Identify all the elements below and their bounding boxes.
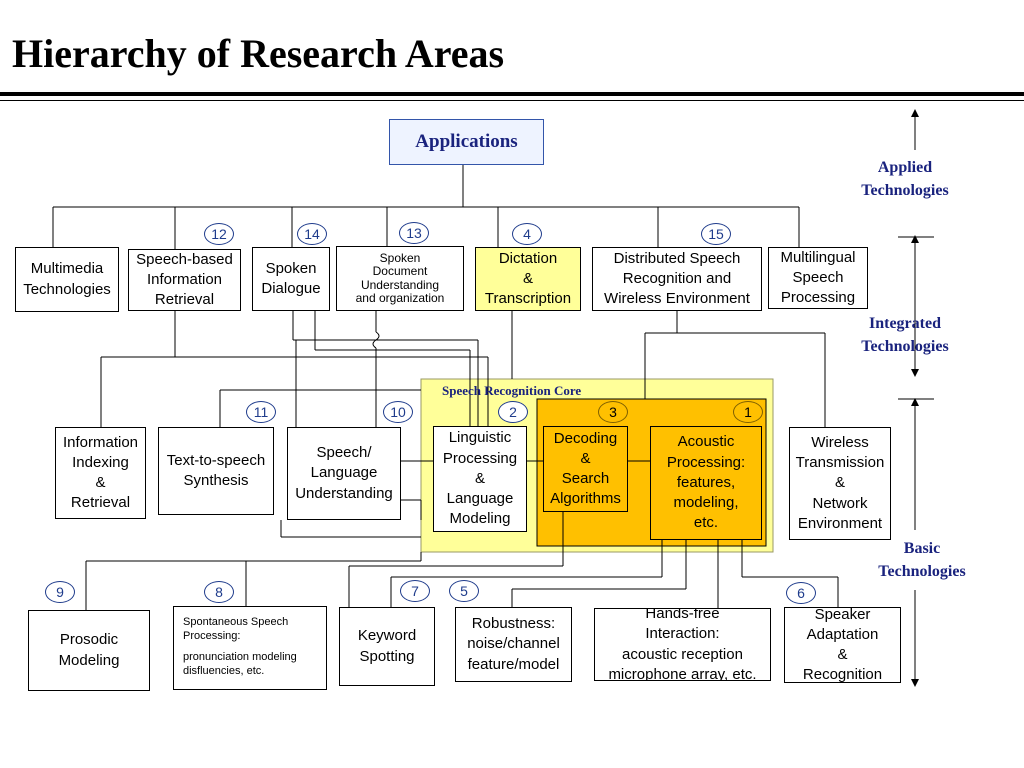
box-robustness: Robustness: noise/channel feature/model [455,607,572,682]
page-title: Hierarchy of Research Areas [12,31,505,76]
box-hands-free-interaction: Hands-free Interaction: acoustic recepti… [594,608,771,681]
box-spoken-dialogue: Spoken Dialogue [252,247,330,311]
box-information-indexing: Information Indexing & Retrieval [55,427,146,519]
box-multilingual-speech: Multilingual Speech Processing [768,247,868,309]
badge-1: 1 [733,401,763,423]
badge-13: 13 [399,222,429,244]
badge-10: 10 [383,401,413,423]
title-rule-thick [0,92,1024,96]
box-linguistic-processing: Linguistic Processing & Language Modelin… [433,426,527,532]
badge-4: 4 [512,223,542,245]
badge-5: 5 [449,580,479,602]
badge-6: 6 [786,582,816,604]
badge-8: 8 [204,581,234,603]
box-prosodic-modeling: Prosodic Modeling [28,610,150,691]
applications-box: Applications [389,119,544,165]
box-speech-language-understanding: Speech/ Language Understanding [287,427,401,520]
badge-12: 12 [204,223,234,245]
tier-applied-label: Applied Technologies [861,159,949,200]
badge-14: 14 [297,223,327,245]
badge-2: 2 [498,401,528,423]
box-keyword-spotting: Keyword Spotting [339,607,435,686]
badge-15: 15 [701,223,731,245]
box-distributed-speech-recognition: Distributed Speech Recognition and Wirel… [592,247,762,311]
box-wireless-transmission: Wireless Transmission & Network Environm… [789,427,891,540]
spontaneous-speech-detail: pronunciation modeling disfluencies, etc… [183,650,297,677]
title-rule-thin [0,100,1024,101]
badge-3: 3 [598,401,628,423]
badge-11: 11 [246,401,276,423]
badge-7: 7 [400,580,430,602]
spontaneous-speech-title: Spontaneous Speech Processing: [183,616,289,643]
box-acoustic-processing: Acoustic Processing: features, modeling,… [650,426,762,540]
tier-basic-label: Basic Technologies [878,540,966,581]
box-dictation-transcription: Dictation & Transcription [475,247,581,311]
box-decoding-search: Decoding & Search Algorithms [543,426,628,512]
box-multimedia-technologies: Multimedia Technologies [15,247,119,312]
box-speech-based-ir: Speech-based Information Retrieval [128,249,241,311]
speech-recognition-core-label: Speech Recognition Core [442,383,582,398]
box-speaker-adaptation: Speaker Adaptation & Recognition [784,607,901,683]
box-spoken-document-understanding: Spoken Document Understanding and organi… [336,246,464,311]
box-text-to-speech: Text-to-speech Synthesis [158,427,274,515]
tier-integrated-label: Integrated Technologies [861,315,949,356]
box-spontaneous-speech: Spontaneous Speech Processing: pronuncia… [173,606,327,690]
badge-9: 9 [45,581,75,603]
